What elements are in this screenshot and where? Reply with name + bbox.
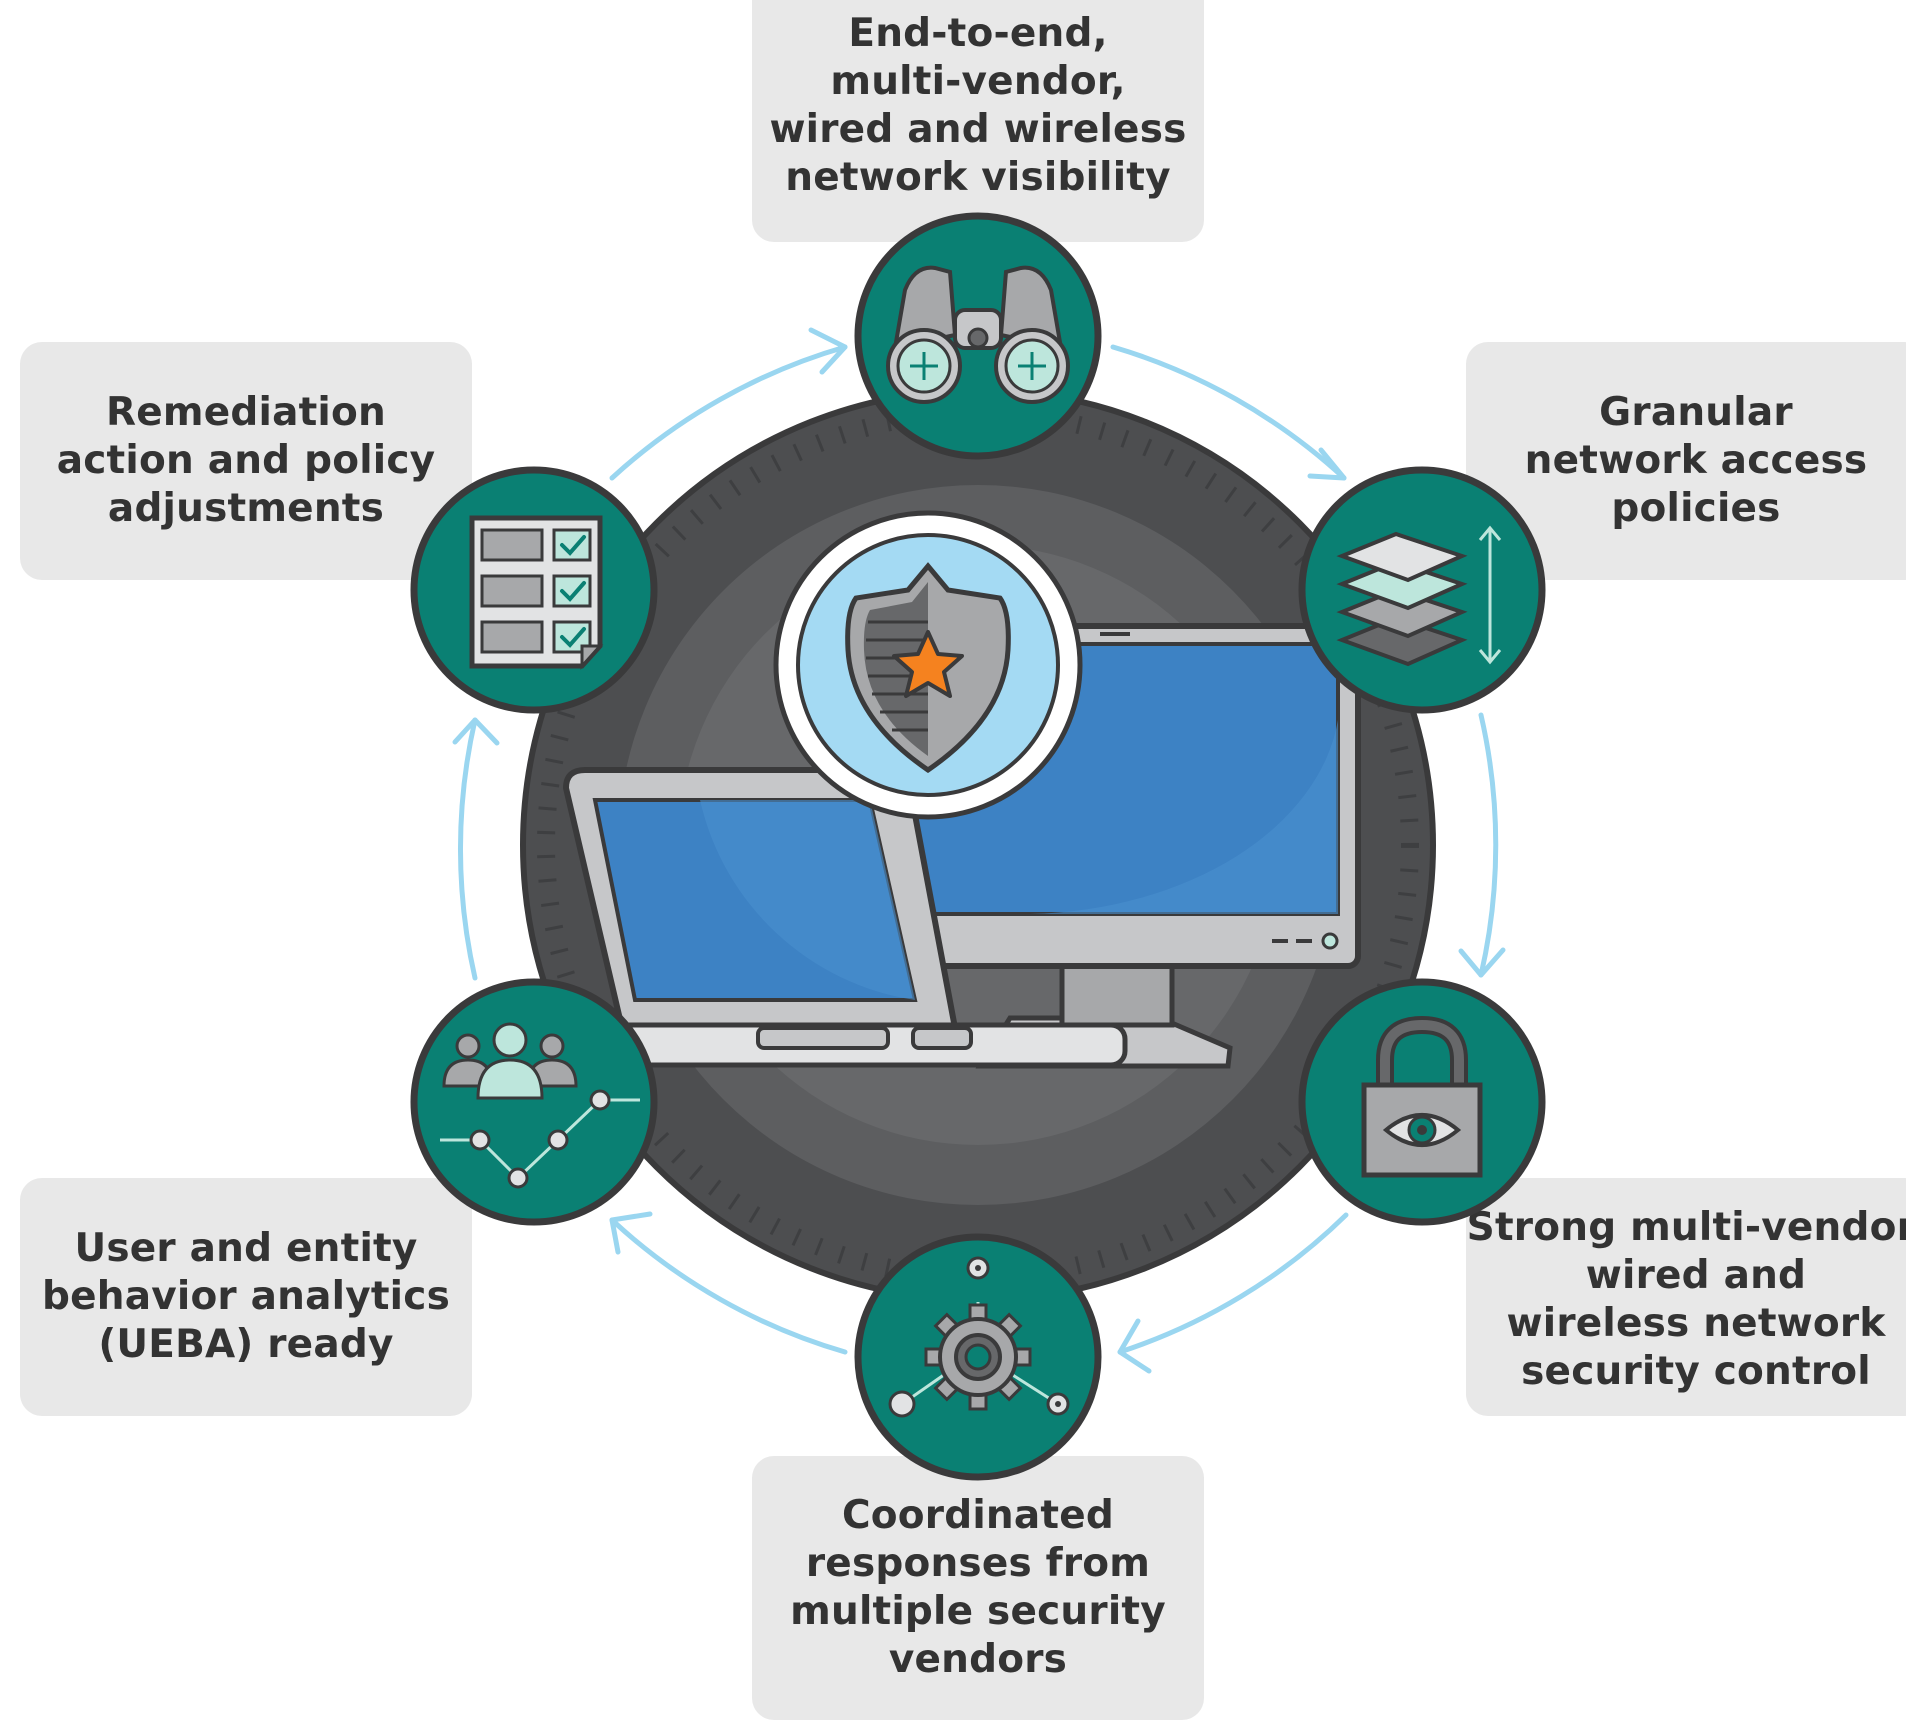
cycle-arrow-2-head — [1458, 947, 1506, 978]
checklist-icon — [410, 466, 658, 714]
cycle-arrow-6-head — [808, 327, 848, 375]
cycle-arrow-4 — [609, 1217, 848, 1355]
card-ueba: User and entity behavior analytics (UEBA… — [20, 1178, 472, 1416]
layers-icon — [1298, 466, 1546, 714]
cycle-arrow-5-head — [452, 717, 500, 746]
padlock-eye-icon — [1298, 978, 1546, 1226]
cycle-arrows — [452, 327, 1506, 1374]
cycle-arrow-2 — [1478, 712, 1499, 978]
cycle-arrow-1-head — [1307, 447, 1347, 481]
cycle-arrow-3-head — [1117, 1318, 1152, 1374]
card-security-control-text: Strong multi-vendor, wired and wireless … — [1466, 1205, 1906, 1394]
card-access-policies-text: Granular network access policies — [1524, 390, 1868, 531]
card-access-policies: Granular network access policies — [1466, 342, 1906, 580]
cycle-arrow-6 — [609, 344, 848, 481]
cycle-arrow-1 — [1110, 344, 1347, 481]
shield-star-icon — [773, 510, 1083, 820]
binoculars-icon — [854, 212, 1102, 460]
card-network-visibility-text: End-to-end, multi-vendor, wired and wire… — [769, 11, 1187, 200]
cycle-arrow-5 — [458, 717, 478, 981]
card-ueba-text: User and entity behavior analytics (UEBA… — [42, 1226, 450, 1367]
cycle-arrow-3 — [1117, 1212, 1349, 1355]
users-analytics-icon — [410, 978, 658, 1226]
gear-network-icon — [854, 1233, 1102, 1481]
card-coordinated-responses: Coordinated responses from multiple secu… — [752, 1456, 1204, 1720]
card-coordinated-responses-text: Coordinated responses from multiple secu… — [790, 1493, 1166, 1682]
card-security-control: Strong multi-vendor, wired and wireless … — [1466, 1178, 1906, 1416]
card-network-visibility: End-to-end, multi-vendor, wired and wire… — [752, 0, 1204, 242]
card-remediation-text: Remediation action and policy adjustment… — [56, 390, 436, 531]
cycle-arrow-4-head — [609, 1211, 653, 1255]
card-remediation: Remediation action and policy adjustment… — [20, 342, 472, 580]
